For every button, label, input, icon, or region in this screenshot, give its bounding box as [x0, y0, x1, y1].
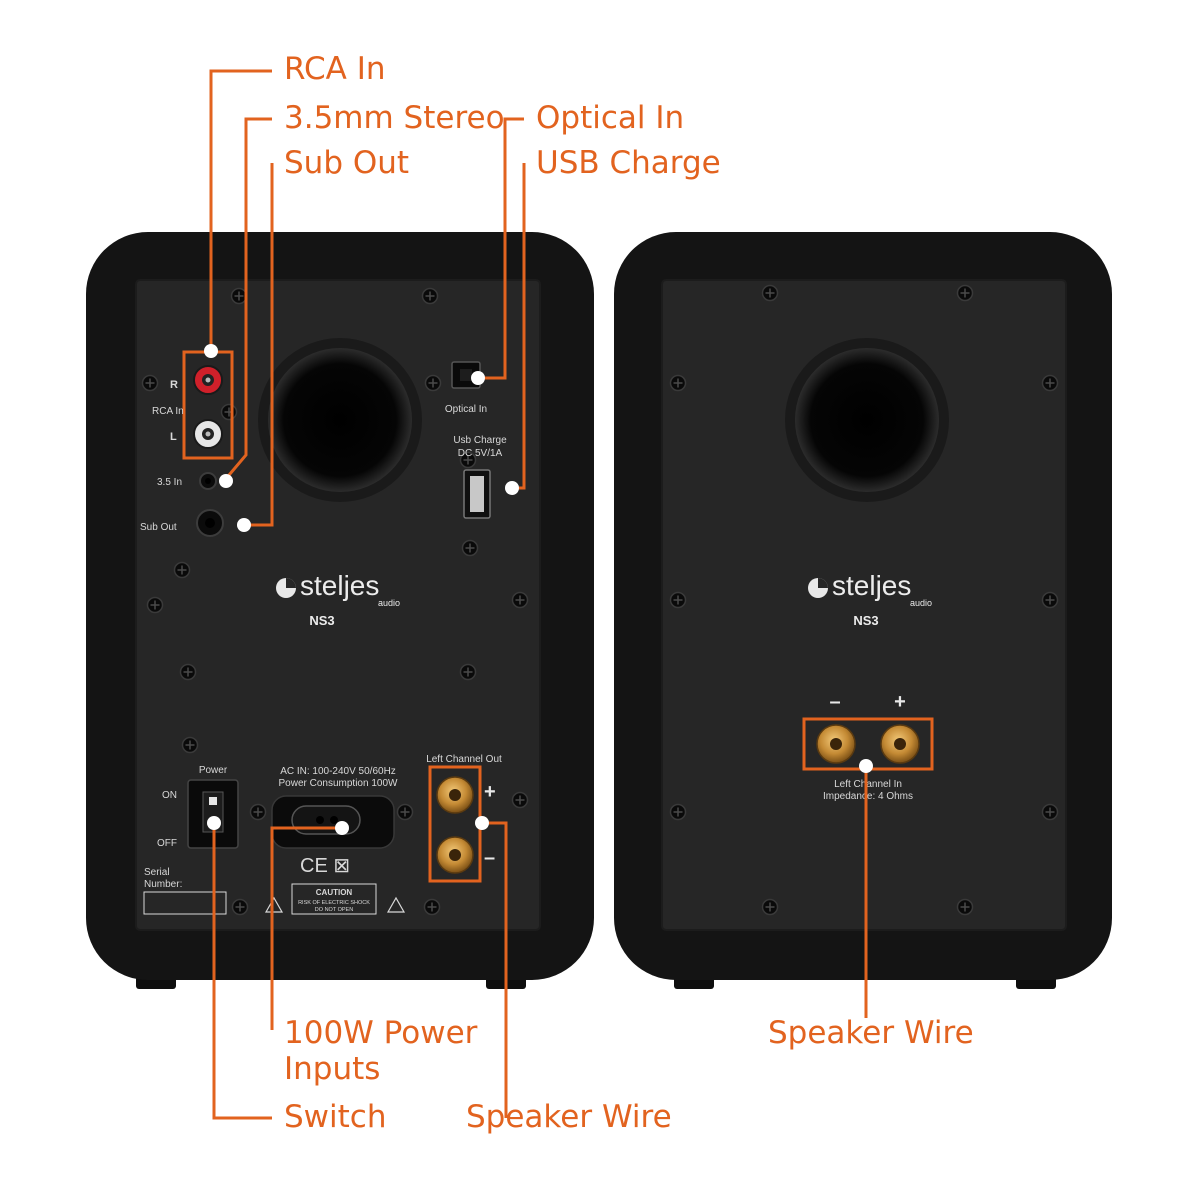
serial-label-1: Serial	[144, 867, 170, 878]
serial-number-box	[143, 891, 227, 915]
left-speaker: R RCA In L 3.5 In Sub Out Optical In Usb…	[86, 232, 594, 989]
leader-sub-out	[246, 163, 274, 527]
caution-line-2: DO NOT OPEN	[315, 907, 353, 913]
terminal-plus-sign-left: +	[484, 781, 496, 803]
callout-switch: Switch	[284, 1099, 387, 1135]
optical-in-label: Optical In	[445, 404, 487, 415]
caution-title: CAUTION	[316, 888, 353, 897]
leader-speaker-wire-left	[482, 821, 508, 1118]
right-terminal-minus-sign: –	[829, 691, 840, 713]
right-speaker: steljes audio NS3 – + Left Channel In Im…	[614, 232, 1112, 989]
power-off-label: OFF	[157, 838, 177, 849]
right-brand-sub: audio	[910, 598, 932, 608]
aux-35-label: 3.5 In	[157, 477, 182, 488]
usb-charge-spec: DC 5V/1A	[458, 448, 503, 459]
left-brand-name: steljes	[300, 570, 379, 601]
callout-power-inputs-line2: Inputs	[284, 1051, 381, 1087]
rca-in-label: RCA In	[152, 406, 184, 417]
power-on-label: ON	[162, 790, 177, 801]
caution-line-1: RISK OF ELECTRIC SHOCK	[298, 900, 370, 906]
left-brand-sub: audio	[378, 598, 400, 608]
serial-label-2: Number:	[144, 879, 182, 890]
leader-optical-in	[480, 117, 524, 380]
callout-speaker-wire-left: Speaker Wire	[466, 1099, 672, 1135]
usb-charge-label: Usb Charge	[453, 435, 507, 446]
callout-35mm-stereo: 3.5mm Stereo	[284, 100, 505, 136]
left-bass-port	[268, 348, 412, 492]
sub-out-label: Sub Out	[140, 522, 177, 533]
right-brand-logo: steljes audio	[808, 570, 932, 608]
callout-rca-in: RCA In	[284, 51, 386, 87]
power-consumption-label: Power Consumption 100W	[279, 778, 399, 789]
callout-optical-in: Optical In	[536, 100, 685, 136]
left-brand-logo: steljes audio	[276, 570, 400, 608]
right-model-label: NS3	[853, 613, 878, 628]
power-label: Power	[199, 765, 228, 776]
certification-marks: CE ⊠	[300, 855, 350, 877]
ac-inlet-socket	[291, 805, 361, 835]
leader-rca-in	[209, 69, 272, 350]
ac-in-label: AC IN: 100-240V 50/60Hz	[280, 766, 396, 777]
caution-label-box	[291, 883, 377, 915]
rca-l-label: L	[170, 431, 177, 443]
leader-switch	[212, 823, 272, 1120]
left-model-label: NS3	[309, 613, 334, 628]
rca-r-label: R	[170, 379, 178, 391]
right-terminal-plus-sign: +	[894, 691, 906, 713]
left-channel-out-label: Left Channel Out	[426, 754, 502, 765]
left-channel-in-label: Left Channel In	[834, 779, 902, 790]
impedance-label: Impedance: 4 Ohms	[823, 791, 913, 802]
right-back-panel	[661, 279, 1067, 931]
terminal-minus-sign-left: –	[484, 847, 495, 869]
callout-usb-charge: USB Charge	[536, 145, 721, 181]
callout-markers	[204, 344, 873, 835]
callout-speaker-wire-right: Speaker Wire	[768, 1015, 974, 1051]
callout-power-inputs-line1: 100W Power	[284, 1015, 478, 1051]
callout-sub-out: Sub Out	[284, 145, 410, 181]
leader-35mm-stereo	[222, 117, 272, 482]
right-bass-port	[795, 348, 939, 492]
right-brand-name: steljes	[832, 570, 911, 601]
callout-leader-lines	[209, 69, 868, 1120]
leader-power-inputs	[270, 826, 340, 1030]
